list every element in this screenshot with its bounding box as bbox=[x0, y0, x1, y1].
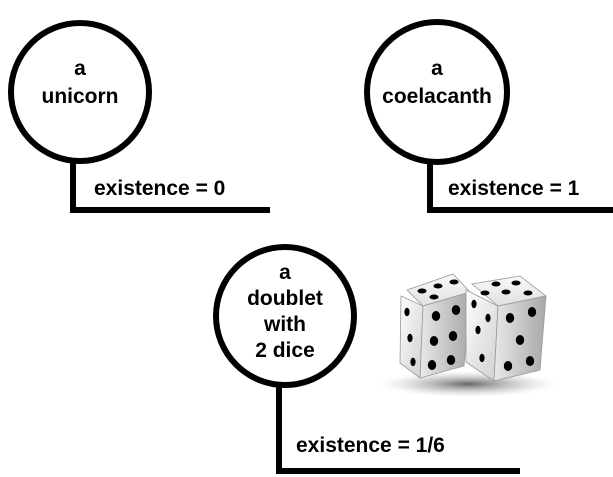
node-label-line: a bbox=[431, 57, 443, 80]
die-left-icon bbox=[400, 274, 470, 378]
dice-pair-icon bbox=[380, 274, 556, 397]
existence-value: existence = 0 bbox=[94, 177, 225, 200]
node-label-line: coelacanth bbox=[382, 85, 492, 108]
node-label-line: 2 dice bbox=[255, 339, 315, 362]
node-label-line: with bbox=[263, 313, 306, 336]
existence-value: existence = 1 bbox=[448, 177, 580, 200]
existence-value: existence = 1/6 bbox=[296, 434, 445, 457]
node-unicorn: a unicorn existence = 0 bbox=[11, 23, 270, 210]
die-right-icon bbox=[466, 276, 546, 381]
node-label-line: doublet bbox=[247, 287, 323, 310]
node-label-line: a bbox=[74, 57, 86, 80]
node-coelacanth: a coelacanth existence = 1 bbox=[367, 22, 613, 210]
value-bracket bbox=[279, 385, 520, 471]
node-label-line: unicorn bbox=[42, 85, 119, 108]
node-label-line: a bbox=[279, 261, 291, 284]
dice-shadow bbox=[380, 371, 556, 397]
